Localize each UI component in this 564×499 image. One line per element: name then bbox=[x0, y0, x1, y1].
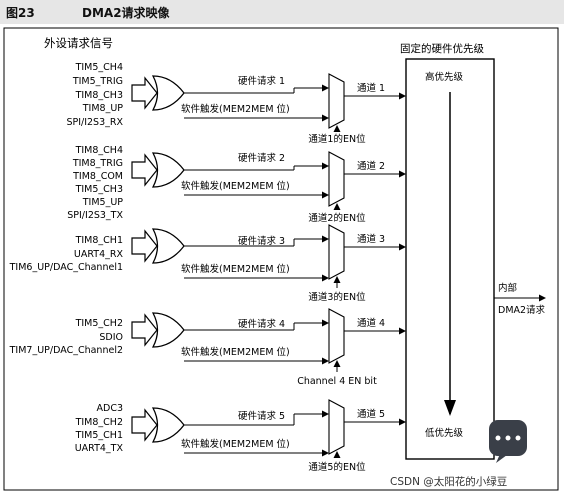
signal-label: TIM8_CH4 bbox=[75, 145, 123, 156]
watermark-chat-icon bbox=[489, 420, 527, 463]
channel-label: 通道 1 bbox=[357, 82, 385, 94]
figure-number: 图23 bbox=[6, 6, 35, 20]
or-gate bbox=[151, 407, 185, 443]
hw-request-label: 硬件请求 5 bbox=[238, 410, 285, 422]
signal-label: UART4_RX bbox=[74, 249, 124, 260]
signal-label: SDIO bbox=[99, 332, 123, 343]
signal-label: TIM5_UP bbox=[82, 197, 124, 208]
en-bit-label: 通道5的EN位 bbox=[308, 461, 366, 473]
en-bit-label: 通道1的EN位 bbox=[308, 133, 366, 145]
enable-mux bbox=[328, 151, 345, 207]
watermark-text: CSDN @太阳花的小绿豆 bbox=[390, 475, 507, 488]
signal-label: TIM5_CH3 bbox=[75, 184, 123, 195]
signal-label: TIM5_TRIG bbox=[72, 76, 123, 87]
signal-label: SPI/I2S3_TX bbox=[67, 210, 123, 221]
sw-trigger-label: 软件触发(MEM2MEM 位) bbox=[181, 103, 290, 115]
hw-request-label: 硬件请求 2 bbox=[238, 152, 285, 164]
high-priority-label: 高优先级 bbox=[425, 71, 464, 83]
signal-label: TIM5_CH4 bbox=[75, 62, 123, 73]
hw-request-label: 硬件请求 4 bbox=[238, 318, 285, 330]
figure-title: DMA2请求映像 bbox=[82, 6, 170, 20]
sw-trigger-label: 软件触发(MEM2MEM 位) bbox=[181, 346, 290, 358]
signal-label: UART4_TX bbox=[75, 443, 124, 454]
hw-request-label: 硬件请求 3 bbox=[238, 235, 285, 247]
input-block-arrow bbox=[131, 408, 158, 442]
diagram-frame bbox=[3, 27, 559, 491]
or-gate bbox=[151, 312, 185, 348]
priority-arrow-head bbox=[444, 400, 456, 416]
signal-label: TIM8_TRIG bbox=[72, 158, 123, 169]
channel-label: 通道 3 bbox=[357, 233, 385, 245]
peripheral-signals-header: 外设请求信号 bbox=[44, 36, 113, 50]
input-block-arrow bbox=[131, 76, 158, 110]
or-gate bbox=[151, 228, 185, 264]
or-gate bbox=[151, 75, 185, 111]
signal-label: TIM8_UP bbox=[82, 103, 124, 114]
signal-label: TIM7_UP/DAC_Channel2 bbox=[9, 345, 123, 356]
input-block-arrow bbox=[131, 229, 158, 263]
en-bit-label: Channel 4 EN bit bbox=[297, 376, 377, 387]
enable-mux bbox=[328, 308, 345, 364]
or-gate bbox=[151, 152, 185, 188]
enable-mux bbox=[328, 224, 345, 280]
sw-trigger-label: 软件触发(MEM2MEM 位) bbox=[181, 438, 290, 450]
en-bit-label: 通道2的EN位 bbox=[308, 212, 366, 224]
figure-caption-bar: 图23 DMA2请求映像 bbox=[0, 0, 564, 24]
dma2-request-label: DMA2请求 bbox=[498, 304, 546, 316]
internal-label: 内部 bbox=[498, 282, 517, 294]
signal-label: TIM8_CH1 bbox=[75, 235, 123, 246]
low-priority-label: 低优先级 bbox=[425, 427, 464, 439]
channel-label: 通道 2 bbox=[357, 160, 385, 172]
channel-label: 通道 4 bbox=[357, 317, 385, 329]
enable-mux bbox=[328, 73, 345, 129]
channel-label: 通道 5 bbox=[357, 408, 385, 420]
input-block-arrow bbox=[131, 153, 158, 187]
signal-label: TIM8_COM bbox=[72, 171, 123, 182]
input-block-arrow bbox=[131, 313, 158, 347]
sw-trigger-label: 软件触发(MEM2MEM 位) bbox=[181, 263, 290, 275]
enable-mux bbox=[328, 399, 345, 455]
signal-label: SPI/I2S3_RX bbox=[66, 117, 123, 128]
signal-label: TIM6_UP/DAC_Channel1 bbox=[9, 262, 123, 273]
signal-label: TIM8_CH2 bbox=[75, 417, 123, 428]
signal-label: TIM5_CH2 bbox=[75, 318, 123, 329]
signal-label: TIM8_CH3 bbox=[75, 90, 123, 101]
sw-trigger-label: 软件触发(MEM2MEM 位) bbox=[181, 180, 290, 192]
en-bit-label: 通道3的EN位 bbox=[308, 291, 366, 303]
signal-label: TIM5_CH1 bbox=[75, 430, 123, 441]
signal-label: ADC3 bbox=[97, 403, 124, 414]
fixed-priority-header: 固定的硬件优先级 bbox=[400, 42, 484, 55]
hw-request-label: 硬件请求 1 bbox=[238, 75, 285, 87]
